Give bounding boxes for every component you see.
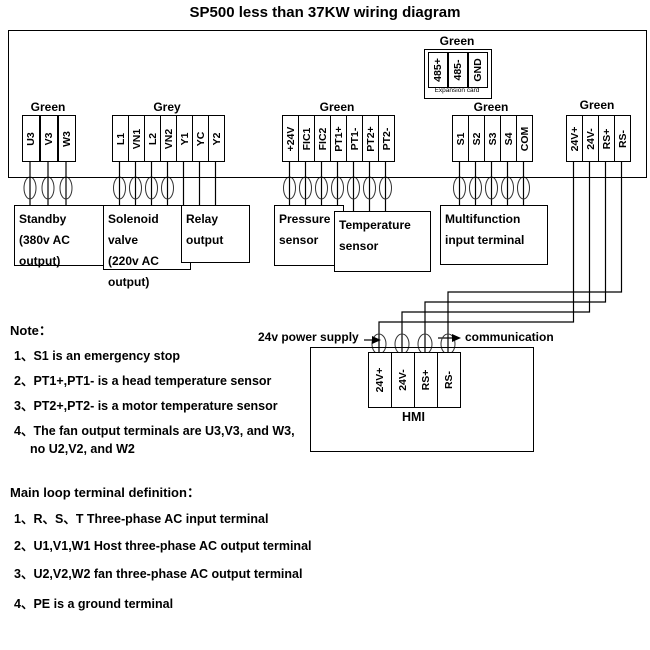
terminal-gnd: GND — [468, 52, 488, 88]
terminal-pt1-minus: PT1- — [346, 115, 363, 162]
terminal-24v-minus: 24V- — [582, 115, 599, 162]
terminal-l2: L2 — [144, 115, 161, 162]
main-loop-item-3: 3、U2,V2,W2 fan three-phase AC output ter… — [14, 567, 303, 581]
terminal-u3: U3 — [22, 115, 40, 162]
terminal-24v-plus: 24V+ — [566, 115, 583, 162]
terminal-vn2: VN2 — [160, 115, 177, 162]
group-label-comm: Green — [579, 98, 615, 112]
temperature-sensor-box: Temperature sensor — [334, 211, 431, 272]
expansion-card-outline — [424, 49, 492, 99]
hmi-terminal-rs-minus: RS- — [437, 352, 461, 408]
terminal-com: COM — [516, 115, 533, 162]
terminal-yc: YC — [192, 115, 209, 162]
group-label-fan: Green — [30, 100, 66, 114]
main-loop-item-2: 2、U1,V1,W1 Host three-phase AC output te… — [14, 539, 312, 553]
multifunction-input-box: Multifunction input terminal — [440, 205, 548, 265]
note-item-4-cont: no U2,V2, and W2 — [30, 442, 135, 456]
terminal-y2: Y2 — [208, 115, 225, 162]
inverter-body-outline — [8, 30, 647, 178]
terminal-rs-plus: RS+ — [598, 115, 615, 162]
terminal-s2: S2 — [468, 115, 485, 162]
terminal-pt2-plus: PT2+ — [362, 115, 379, 162]
terminal-s4: S4 — [500, 115, 517, 162]
terminal-485-plus: 485+ — [428, 52, 448, 88]
terminal-w3: W3 — [58, 115, 76, 162]
terminal-l1: L1 — [112, 115, 129, 162]
terminal-vn1: VN1 — [128, 115, 145, 162]
hmi-terminal-rs-plus: RS+ — [414, 352, 438, 408]
terminal-pt2-minus: PT2- — [378, 115, 395, 162]
expansion-color-label: Green — [439, 34, 475, 48]
standby-box: Standby (380v AC output) — [14, 205, 107, 268]
note-item-4: 4、The fan output terminals are U3,V3, an… — [14, 424, 295, 438]
terminal-v3: V3 — [40, 115, 58, 162]
note-item-3: 3、PT2+,PT2- is a motor temperature senso… — [14, 399, 278, 413]
terminal-fic1: FIC1 — [298, 115, 315, 162]
hmi-terminal-24v-minus: 24V- — [391, 352, 415, 408]
hmi-outline — [310, 347, 534, 452]
group-label-input: Green — [473, 100, 509, 114]
pressure-sensor-box: Pressure sensor — [274, 205, 344, 266]
terminal-y1: Y1 — [176, 115, 193, 162]
group-label-relay: Grey — [153, 100, 181, 114]
terminal-rs-minus: RS- — [614, 115, 631, 162]
page-title: SP500 less than 37KW wiring diagram — [189, 4, 461, 21]
notes-heading: Note： — [10, 323, 52, 338]
relay-output-box: Relay output — [181, 205, 250, 263]
group-label-sensor: Green — [319, 100, 355, 114]
note-item-1: 1、S1 is an emergency stop — [14, 349, 181, 363]
terminal-s1: S1 — [452, 115, 469, 162]
terminal-485-minus: 485- — [448, 52, 468, 88]
main-loop-item-4: 4、PE is a ground terminal — [14, 597, 174, 611]
terminal-s3: S3 — [484, 115, 501, 162]
hmi-terminal-24v-plus: 24V+ — [368, 352, 392, 408]
main-loop-heading: Main loop terminal definition： — [10, 485, 200, 500]
hmi-label: HMI — [402, 410, 425, 424]
main-loop-item-1: 1、R、S、T Three-phase AC input terminal — [14, 512, 269, 526]
note-item-2: 2、PT1+,PT1- is a head temperature sensor — [14, 374, 272, 388]
solenoid-valve-box: Solenoid valve (220v AC output) — [103, 205, 191, 289]
terminal-pt1-plus: PT1+ — [330, 115, 347, 162]
power-supply-label: 24v power supply — [258, 330, 359, 344]
expansion-card-caption: Expansion card — [434, 87, 480, 94]
power-arrow-head — [372, 336, 381, 344]
terminal-fic2: FIC2 — [314, 115, 331, 162]
terminal-24v: +24V — [282, 115, 299, 162]
comm-arrow-head — [452, 334, 461, 342]
communication-label: communication — [465, 330, 554, 344]
